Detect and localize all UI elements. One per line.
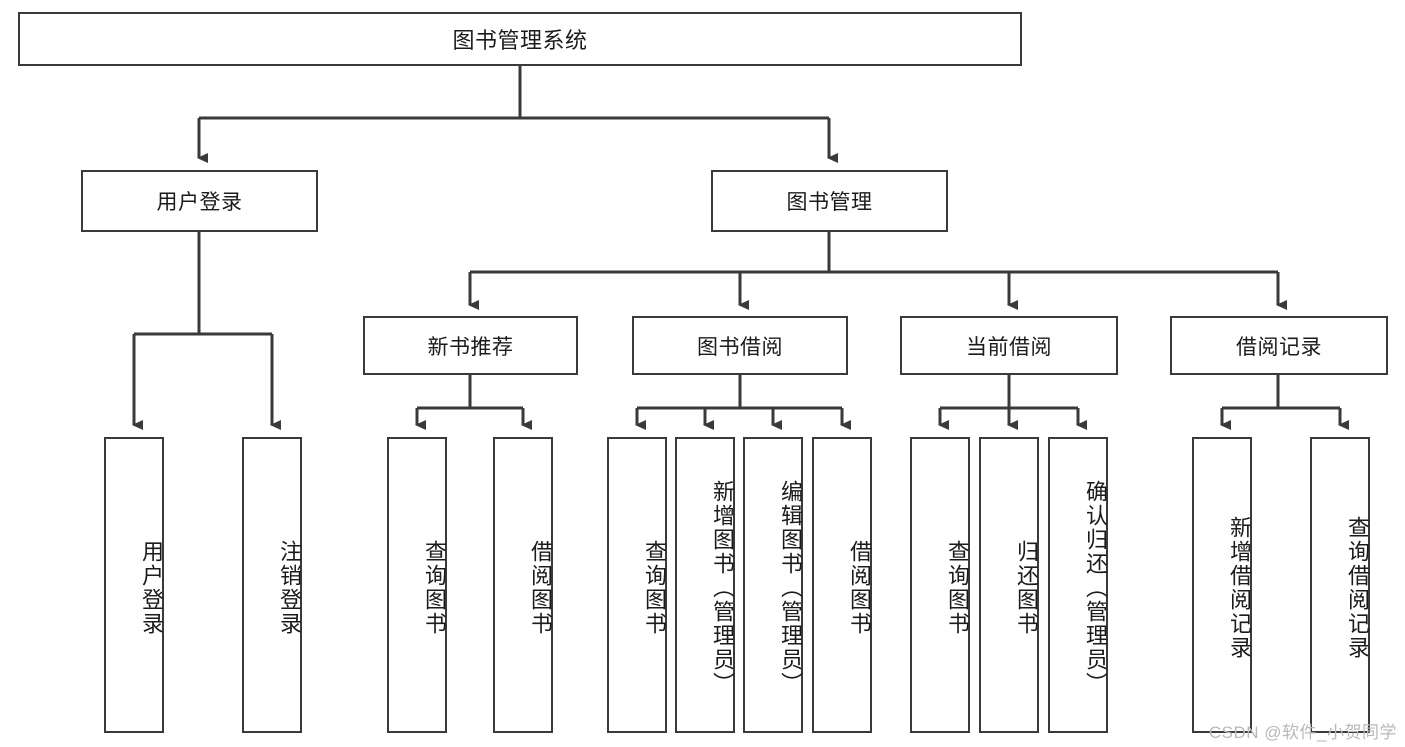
leaf-confirm-return-admin[interactable]: 确认归还（管理员） xyxy=(1048,437,1108,733)
leaf-logout[interactable]: 注销登录 xyxy=(242,437,302,733)
node-user-login[interactable]: 用户登录 xyxy=(81,170,318,232)
node-label: 借阅记录 xyxy=(1236,335,1322,359)
watermark-text: CSDN @软件_小贺同学 xyxy=(1208,723,1397,742)
leaf-add-borrow-record[interactable]: 新增借阅记录 xyxy=(1192,437,1252,733)
node-label: 当前借阅 xyxy=(966,335,1052,359)
node-label: 新增借阅记录 xyxy=(1227,516,1252,660)
node-label: 查询图书 xyxy=(422,540,447,636)
leaf-borrow-book-recommend[interactable]: 借阅图书 xyxy=(493,437,553,733)
leaf-query-book-borrow[interactable]: 查询图书 xyxy=(607,437,667,733)
node-label: 新增图书（管理员） xyxy=(710,480,735,696)
node-label: 查询图书 xyxy=(642,540,667,636)
leaf-query-borrow-record[interactable]: 查询借阅记录 xyxy=(1310,437,1370,733)
node-label: 借阅图书 xyxy=(847,540,872,636)
node-label: 借阅图书 xyxy=(528,540,553,636)
node-label: 注销登录 xyxy=(277,540,302,636)
node-book-manage[interactable]: 图书管理 xyxy=(711,170,948,232)
leaf-add-book-admin[interactable]: 新增图书（管理员） xyxy=(675,437,735,733)
node-borrow-records[interactable]: 借阅记录 xyxy=(1170,316,1388,375)
leaf-borrow-book[interactable]: 借阅图书 xyxy=(812,437,872,733)
node-label: 图书管理系统 xyxy=(452,28,588,53)
leaf-return-book[interactable]: 归还图书 xyxy=(979,437,1039,733)
node-book-borrow[interactable]: 图书借阅 xyxy=(632,316,848,375)
node-label: 查询借阅记录 xyxy=(1345,516,1370,660)
leaf-edit-book-admin[interactable]: 编辑图书（管理员） xyxy=(743,437,803,733)
leaf-query-book-current[interactable]: 查询图书 xyxy=(910,437,970,733)
node-label: 查询图书 xyxy=(945,540,970,636)
node-label: 用户登录 xyxy=(139,540,164,636)
node-label: 编辑图书（管理员） xyxy=(778,480,803,696)
node-label: 图书管理 xyxy=(786,191,873,214)
node-new-book-recommend[interactable]: 新书推荐 xyxy=(363,316,578,375)
node-label: 用户登录 xyxy=(156,191,243,214)
node-label: 图书借阅 xyxy=(697,335,783,359)
node-root-system[interactable]: 图书管理系统 xyxy=(18,12,1022,66)
node-label: 归还图书 xyxy=(1014,540,1039,636)
leaf-user-login[interactable]: 用户登录 xyxy=(104,437,164,733)
node-label: 确认归还（管理员） xyxy=(1083,480,1108,696)
leaf-query-book-recommend[interactable]: 查询图书 xyxy=(387,437,447,733)
node-label: 新书推荐 xyxy=(427,335,514,359)
node-current-borrow[interactable]: 当前借阅 xyxy=(900,316,1118,375)
